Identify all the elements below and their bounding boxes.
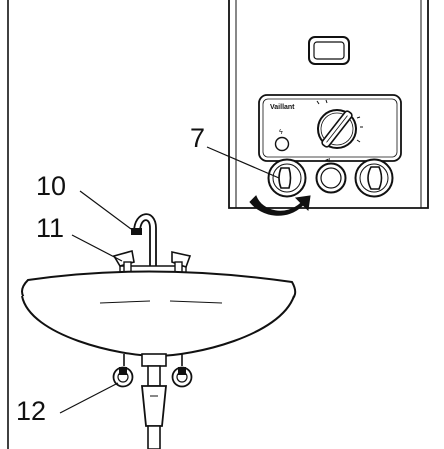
basin-bowl xyxy=(21,295,295,358)
rotation-arrow xyxy=(249,195,311,216)
drain-pipe xyxy=(147,365,161,387)
water-heater: Vaillant ϟ ◂ı xyxy=(228,0,429,216)
waste-pipe xyxy=(147,425,161,449)
spout-nozzle xyxy=(131,228,142,235)
spark-symbol: ϟ xyxy=(279,129,283,136)
leader-7 xyxy=(206,146,280,179)
gas-control-knob[interactable] xyxy=(267,158,307,198)
leader-10 xyxy=(79,190,132,230)
mixer-tap xyxy=(112,213,192,278)
wash-basin xyxy=(21,270,297,449)
right-control-knob[interactable] xyxy=(354,158,394,198)
leader-12 xyxy=(59,382,119,414)
brand-logo: Vaillant xyxy=(270,104,295,111)
middle-button[interactable] xyxy=(315,162,347,194)
tap-handle-left[interactable] xyxy=(112,249,135,275)
tap-handle-right[interactable] xyxy=(171,251,192,275)
callout-10: 10 xyxy=(36,171,66,201)
callout-12: 12 xyxy=(16,396,46,426)
siphon-trap xyxy=(141,385,167,427)
isolation-valve-right[interactable] xyxy=(171,366,193,388)
waste-outlet xyxy=(141,353,167,367)
temperature-selector-knob[interactable] xyxy=(317,109,357,149)
flow-symbol: ◂ı xyxy=(325,157,331,164)
isolation-valve-left[interactable] xyxy=(112,366,134,388)
knob-scale-marks xyxy=(316,99,363,143)
leader-11 xyxy=(71,234,123,262)
callout-11: 11 xyxy=(36,213,64,243)
indicator-light xyxy=(274,136,290,152)
callout-7: 7 xyxy=(190,123,205,153)
tap-spout xyxy=(133,213,157,269)
